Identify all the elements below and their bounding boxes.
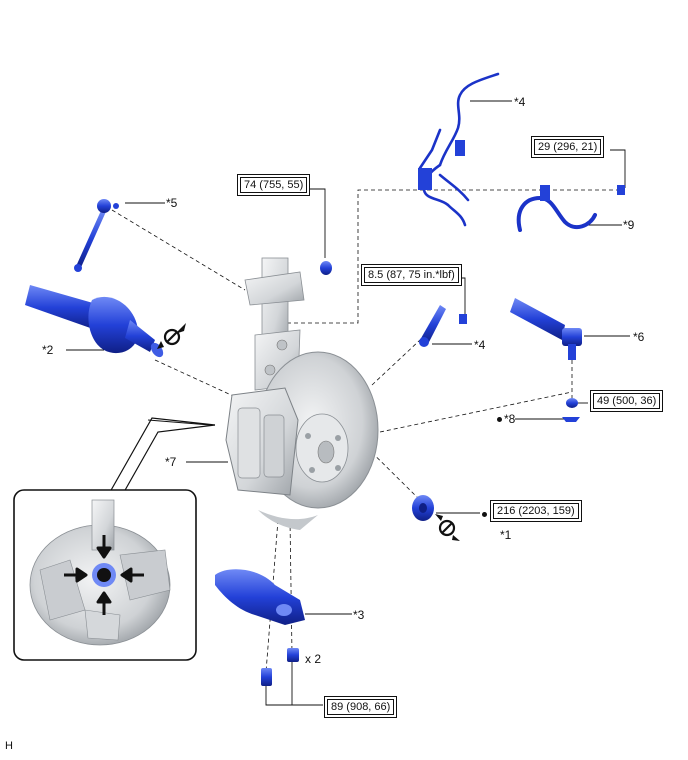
torque-spec-box: 74 (755, 55) [237, 174, 311, 196]
callout-2: *2 [42, 343, 54, 357]
callout-6: *6 [633, 330, 645, 344]
speed-sensor-harness [418, 72, 500, 227]
lower-arm [215, 569, 305, 625]
callout-7: *7 [165, 455, 177, 469]
no-reuse-icon [157, 323, 186, 349]
callout-9: *9 [623, 218, 635, 232]
callout-5: *5 [166, 196, 178, 210]
corner-letter: H [5, 740, 13, 752]
callout-1: *1 [500, 528, 512, 542]
torque-spec-box: 8.5 (87, 75 in.*lbf) [361, 264, 462, 286]
solid-leaders [66, 100, 630, 706]
no-reuse-icon [435, 514, 460, 541]
press-arrow-icon [96, 535, 112, 559]
quantity-label: x 2 [305, 652, 322, 666]
stabilizer-bar [516, 185, 597, 232]
dashed-leaders [111, 189, 620, 673]
torque-spec-box: 49 (500, 36) [590, 390, 664, 412]
drive-shaft [25, 285, 164, 358]
torque-spec-box: 29 (296, 21) [531, 136, 605, 158]
speed-sensor [419, 305, 446, 347]
stabilizer-link [74, 199, 119, 272]
torque-spec-box: 216 (2203, 159) [490, 500, 582, 522]
fasteners [261, 185, 625, 686]
inset-pointer [109, 417, 216, 493]
inset-detail [13, 489, 197, 661]
torque-spec-box: 89 (908, 66) [324, 696, 398, 718]
press-arrow-icon [64, 567, 88, 583]
callout-3: *3 [353, 608, 365, 622]
precoated-part-dot-icon [482, 507, 489, 521]
press-arrow-icon [96, 591, 112, 615]
tie-rod-end [510, 298, 582, 360]
brake-caliper [225, 387, 299, 496]
callout-4-upper: *4 [514, 95, 526, 109]
callout-8: *8 [497, 412, 515, 426]
callout-4-lower: *4 [474, 338, 486, 352]
press-arrow-icon [120, 567, 144, 583]
precoated-part-dot-icon [497, 417, 502, 423]
